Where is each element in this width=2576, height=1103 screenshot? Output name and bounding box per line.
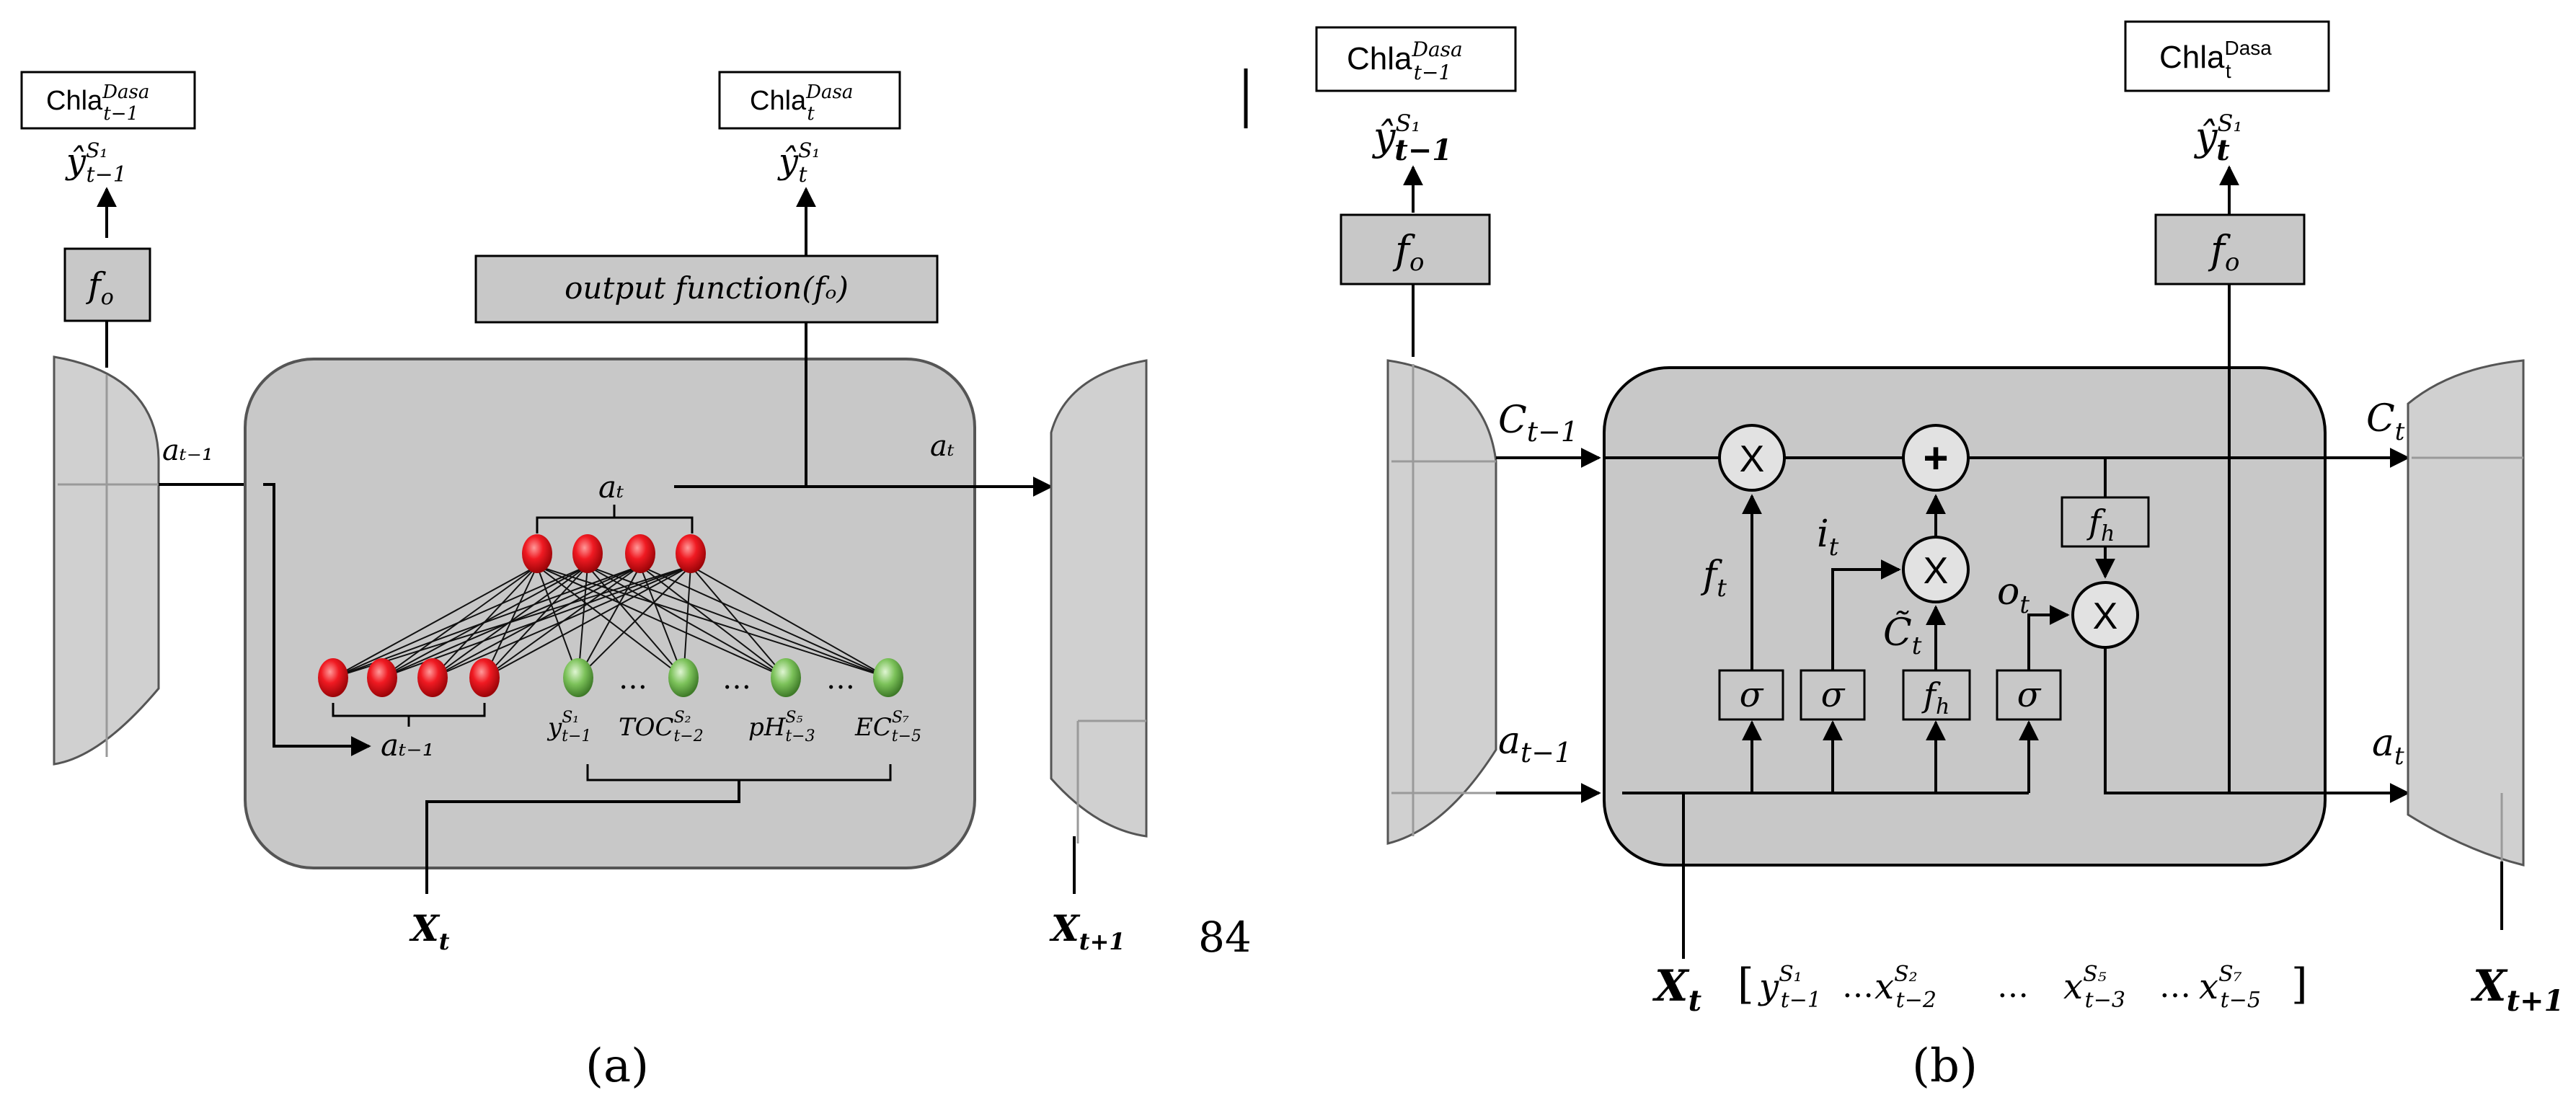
caption-b: (b) xyxy=(1912,1040,1978,1093)
caption-a: (a) xyxy=(585,1040,649,1093)
prev-hidden-node xyxy=(367,658,397,697)
prev-cell-block-b xyxy=(1386,359,1497,845)
ellipsis-2-a: … xyxy=(722,663,751,696)
hidden-node xyxy=(676,534,706,573)
input-node xyxy=(563,658,593,697)
input-node xyxy=(668,658,699,697)
svg-text:+: + xyxy=(1923,434,1948,482)
input-node xyxy=(771,658,801,697)
f-t-label: ft xyxy=(1700,554,1727,603)
sigma-input-box: σ xyxy=(1800,669,1866,721)
lstm-cell-b xyxy=(1603,366,2327,867)
ellipsis-1-a: … xyxy=(619,663,647,696)
fh-box-candidate: fh xyxy=(1902,669,1971,721)
output-function-box-a: output function(fₒ) xyxy=(474,254,939,324)
fo-box-curr-b: fo xyxy=(2154,213,2306,285)
input-node xyxy=(873,658,903,697)
hidden-node xyxy=(572,534,603,573)
svg-text:X: X xyxy=(1924,550,1949,592)
x-t-label-a: Xt xyxy=(409,907,450,955)
hidden-node xyxy=(625,534,655,573)
rnn-cell-a xyxy=(244,358,976,869)
o-t-label: ot xyxy=(1997,570,2030,619)
svg-text:σ: σ xyxy=(2017,675,2042,715)
fh-box-cell: fh xyxy=(2061,496,2150,548)
svg-text:…: … xyxy=(1842,968,1874,1005)
next-cell-block-b xyxy=(2407,359,2525,867)
x-t1-label-b: Xt+1 xyxy=(2470,961,2564,1018)
a-prev-label-a: aₜ₋₁ xyxy=(162,434,213,467)
input-multiply-node: X xyxy=(1902,536,1970,603)
x-t1-label-a: Xt+1 xyxy=(1049,907,1125,955)
sigma-forget-box: σ xyxy=(1718,669,1784,721)
prev-hidden-node xyxy=(318,658,348,697)
svg-text:σ: σ xyxy=(1740,675,1764,715)
svg-text:X: X xyxy=(1740,438,1765,480)
add-node: + xyxy=(1902,424,1970,492)
output-multiply-node: X xyxy=(2071,581,2139,649)
c-tilde-label: C̃t xyxy=(1883,611,1922,660)
ellipsis-3-a: … xyxy=(826,663,855,696)
next-cell-block-a xyxy=(1050,359,1148,838)
svg-text:]: ] xyxy=(2291,960,2308,1009)
svg-text:fo: fo xyxy=(86,265,114,310)
hidden-node xyxy=(522,534,552,573)
a-t-top-label-a: aₜ xyxy=(598,469,624,505)
hidden-layer-nodes-a xyxy=(522,534,706,573)
sigma-output-box: σ xyxy=(1996,669,2062,721)
a-prev-bottom-label-a: aₜ₋₁ xyxy=(381,727,434,763)
fo-box-prev-b: fo xyxy=(1340,213,1491,285)
svg-text:…: … xyxy=(1997,968,2029,1005)
svg-text:[: [ xyxy=(1738,960,1754,1009)
a-t-label-b: at xyxy=(2372,722,2404,771)
input-nodes-a xyxy=(563,658,903,697)
x-t-label-b: Xt xyxy=(1652,961,1702,1018)
svg-text:fh: fh xyxy=(2086,502,2115,546)
svg-text:output function(fₒ): output function(fₒ) xyxy=(565,270,849,306)
prev-hidden-node xyxy=(469,658,500,697)
i-t-label: it xyxy=(1817,513,1839,562)
forget-multiply-node: X xyxy=(1718,424,1786,492)
c-prev-label-b: Ct−1 xyxy=(1498,399,1578,448)
prev-hidden-node xyxy=(417,658,448,697)
prev-hidden-nodes-a xyxy=(318,658,500,697)
c-t-label-b: Ct xyxy=(2366,397,2405,446)
svg-text:…: … xyxy=(2159,968,2191,1005)
svg-text:σ: σ xyxy=(1821,675,1846,715)
fo-box-prev-a: fo xyxy=(63,247,151,322)
stray-number: 84 xyxy=(1198,913,1252,962)
a-t-out-label-a: aₜ xyxy=(930,430,955,463)
svg-text:X: X xyxy=(2093,595,2118,637)
a-prev-label-b: at−1 xyxy=(1498,719,1572,768)
